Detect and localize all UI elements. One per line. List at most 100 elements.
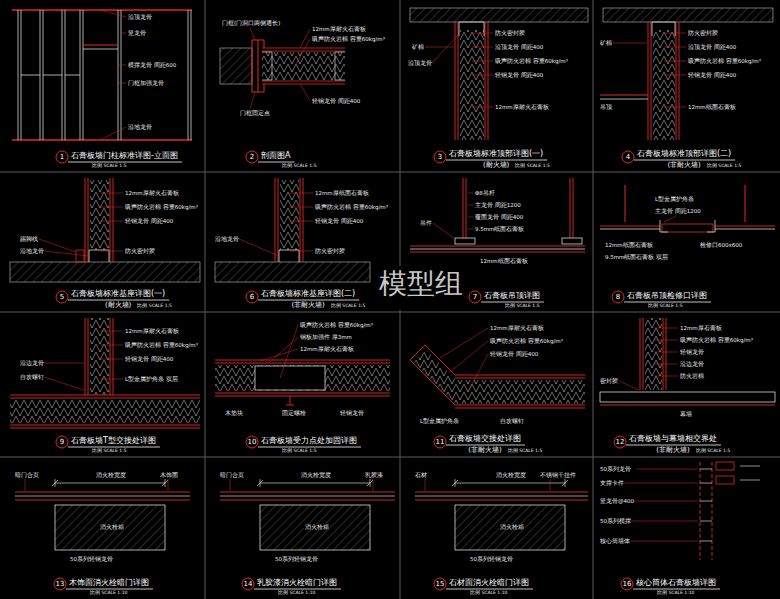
detail-title: 石膏板墙标准基座详图(一) (71, 290, 165, 299)
callout-number: 10 (248, 439, 257, 446)
annotation-label: 沿地龙骨 (215, 236, 239, 242)
annotation-label: 吸声防火岩棉 容重60kg/m³ (680, 337, 753, 343)
callout-number: 7 (473, 294, 477, 301)
annotation-label: 12mm厚耐火石膏板 (125, 190, 179, 196)
t-junction-section (10, 318, 200, 428)
reinforcement-section (286, 396, 294, 405)
ceiling-section (455, 238, 475, 244)
annotation-label: 防火密封胶 (688, 30, 718, 36)
callout-circle (56, 151, 68, 163)
detail-subtitle: (非耐火墙) (468, 447, 501, 455)
core-wall-section (740, 466, 760, 480)
t-junction-section (85, 318, 113, 395)
wall-base-section (215, 262, 370, 282)
title-underline (446, 589, 533, 590)
detail-title: 剖面图A (261, 152, 290, 161)
title-underline (634, 160, 735, 161)
annotation-label: 12mm纸面石膏板 (688, 104, 736, 110)
title-underline (481, 302, 544, 303)
callout-number: 15 (436, 581, 445, 588)
callout-circle (54, 578, 66, 590)
annotation-label: 沿边龙骨 (680, 361, 704, 367)
annotation-label: 沿顶龙骨 间距400 (495, 44, 543, 50)
hydrant-door-plan (220, 479, 395, 550)
annotation-label: 主龙骨 间距1200 (475, 202, 521, 208)
title-underline (626, 445, 721, 446)
callout-circle (246, 436, 258, 448)
callout-number: 13 (56, 581, 65, 588)
annotation-label: 沿顶龙骨 间距400 (688, 44, 736, 50)
angled-junction-section (414, 350, 455, 403)
detail-subtitle: (耐火墙) (105, 302, 131, 310)
core-wall-section (716, 462, 734, 470)
wall-base-section (39, 193, 123, 256)
door-frame-section (250, 28, 310, 109)
title-underline (254, 589, 341, 590)
annotation-label: 轻钢龙骨 间距400 (125, 356, 173, 362)
title-underline (258, 162, 294, 163)
stud-elevation (12, 10, 192, 140)
wall-top-section (410, 8, 588, 140)
annotation-label: 暗门合页 (220, 472, 244, 478)
annotation-label: 防火密封胶 (315, 248, 345, 254)
callout-circle (246, 291, 258, 303)
annotation-label: 轻钢龙骨 间距400 (125, 218, 173, 224)
annotation-label: 木垫块 (225, 410, 243, 416)
watermark: 模型组 (379, 270, 463, 298)
detail-title: 石膏板墙交接处详图 (449, 435, 521, 444)
access-panel-section (662, 224, 713, 232)
callout-circle (242, 578, 254, 590)
wall-top-section (653, 30, 675, 140)
annotation-label: 消火栓箱 (304, 524, 330, 530)
curtain-wall-section (600, 405, 775, 406)
access-panel-section (625, 185, 745, 222)
detail-title: 石膏板吊顶检修口详图 (627, 292, 707, 301)
annotation-label: 消火栓箱 (99, 524, 125, 530)
title-underline (68, 162, 182, 163)
annotation-label: 自攻螺钉 (20, 374, 44, 380)
sheet-grid (0, 312, 780, 313)
reinforcement-section (215, 365, 390, 391)
scale-note: 比例 SCALE 1:5 (505, 304, 540, 309)
callout-circle (614, 436, 626, 448)
annotation-label: 沿顶龙骨 (408, 60, 432, 66)
title-underline (68, 300, 169, 301)
detail-subtitle: (耐火墙) (483, 162, 509, 170)
annotation-label: 矿棉 (412, 44, 424, 50)
core-wall-section (624, 462, 760, 560)
annotation-label: 50系列龙骨 (600, 466, 631, 472)
callout-circle (434, 436, 446, 448)
scale-note: 比例 SCALE 1:5 (92, 164, 127, 169)
wall-base-section (10, 262, 200, 282)
sheet-grid (400, 0, 401, 266)
stud-elevation (18, 10, 191, 140)
annotation-label: 核心筒墙体 (600, 538, 630, 544)
annotation-label: 12mm厚耐火石膏板 (125, 328, 179, 334)
hydrant-door-plan (230, 479, 373, 491)
annotation-label: 50系列轻钢龙骨 (70, 556, 113, 562)
core-wall-section (624, 469, 698, 541)
access-panel-section (600, 226, 775, 227)
callout-circle (56, 436, 68, 448)
detail-subtitle: (非耐火墙) (291, 302, 324, 310)
wall-top-section (455, 22, 488, 140)
annotation-label: 防火岩棉 (680, 373, 704, 379)
title-underline (258, 300, 359, 301)
scale-note: 比例 SCALE 1:10 (470, 591, 507, 596)
callout-circle (469, 291, 481, 303)
wall-base-section (76, 250, 84, 262)
title-underline (66, 589, 153, 590)
annotation-label: 消火栓宽度 (96, 472, 126, 478)
annotation-label: 沿顶龙骨 (128, 14, 152, 20)
ceiling-section (562, 238, 582, 244)
callout-number: 5 (60, 294, 64, 301)
annotation-label: 12mm纸面石膏板 (480, 258, 528, 264)
curtain-wall-section (600, 392, 775, 402)
annotation-label: 9.5mm纸面石膏板 双层 (605, 254, 668, 260)
annotation-label: 不锈钢干挂件 (540, 472, 576, 478)
annotation-label: 轻钢龙骨 间距400 (688, 72, 736, 78)
reinforcement-section (215, 360, 390, 396)
angled-junction-section (410, 345, 455, 405)
annotation-label: L型金属护角条 (655, 196, 694, 202)
